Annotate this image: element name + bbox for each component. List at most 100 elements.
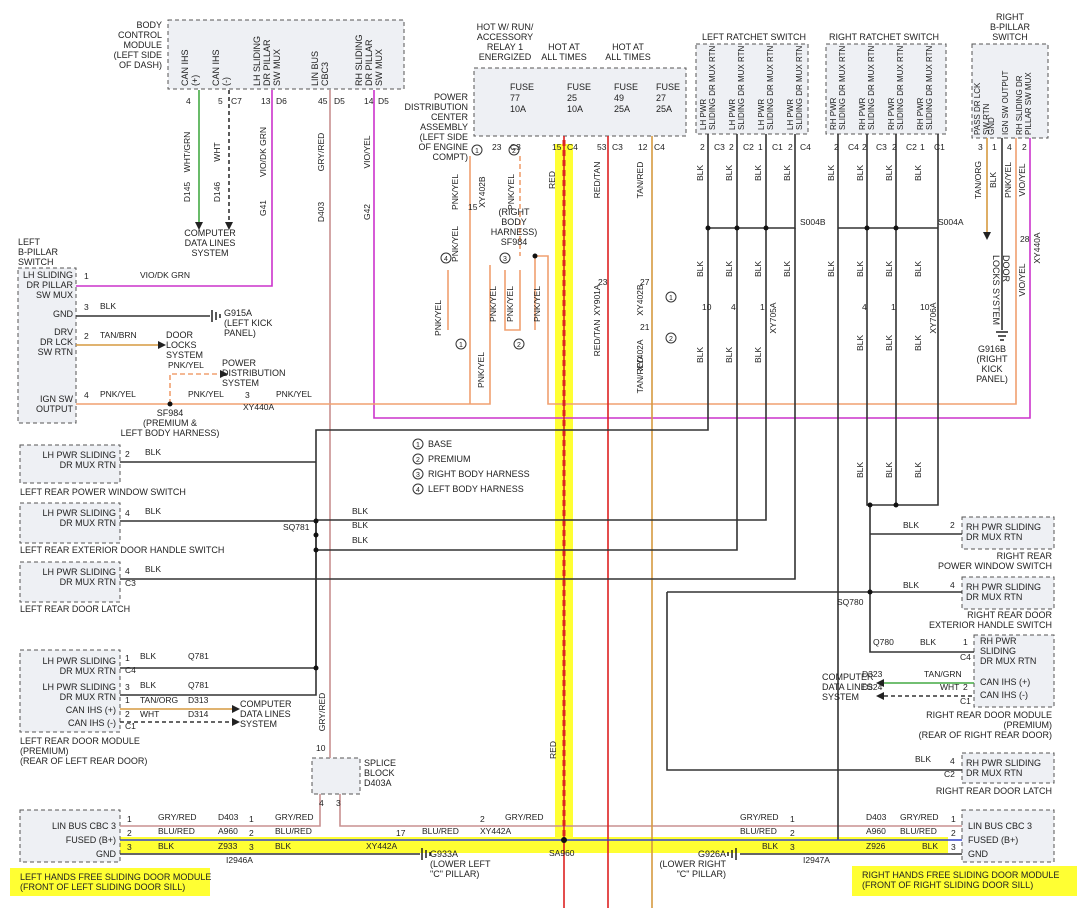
left-b-pillar-title: SWITCH [18, 257, 54, 267]
ratchet-pin-label: SLIDING DR MUX RTN [896, 45, 905, 130]
pin-number: C1 [772, 142, 783, 152]
splice-dot [893, 225, 899, 231]
ref-ground-g933a: "C" PILLAR) [430, 869, 479, 879]
pin-number: D5 [378, 96, 389, 106]
circled-number: 3 [503, 256, 507, 263]
wire-label: D314 [188, 709, 209, 719]
ratchet-pin-label: RH PWR [916, 97, 925, 130]
b-pillar-pin-label: OUTPUT [36, 404, 74, 414]
module-name: LEFT REAR DOOR LATCH [20, 604, 130, 614]
legend-text: RIGHT BODY HARNESS [428, 469, 530, 479]
wire-label-vertical: PNK/YEL [532, 286, 542, 322]
wire-g42 [373, 90, 1031, 419]
wire-label: BLU/RED [158, 826, 195, 836]
ratchet-pin-label: SLIDING DR MUX RTN [737, 45, 746, 130]
wire-label-vertical: BLK [913, 165, 923, 181]
pin-number: 3 [978, 142, 983, 152]
wire-label: BLK [140, 651, 156, 661]
b-pillar-pin-label: DRV [54, 327, 73, 337]
splice-dot [313, 665, 319, 671]
module-name: RIGHT REAR DOOR LATCH [936, 786, 1052, 796]
ref-computer-data-lines-right: COMPUTER [822, 672, 874, 682]
wire-left-ratchet-blk [315, 134, 796, 668]
legend-text: BASE [428, 439, 452, 449]
ground-symbols [211, 310, 1008, 860]
pin-number: C1 [125, 721, 136, 731]
wire-label: XY440A [243, 402, 275, 412]
pin-number: 1 [125, 653, 130, 663]
ratchet-pin-label: LH PWR [699, 99, 708, 130]
legend-number: 3 [416, 472, 420, 479]
left-b-pillar-title: B-PILLAR [18, 247, 59, 257]
wire-pds-branch [169, 373, 220, 404]
pin-number: 4 [862, 302, 867, 312]
legend-ring [412, 453, 424, 465]
wire-label-vertical: BLK [753, 261, 763, 277]
wire-label: BLU/RED [275, 826, 312, 836]
pdc-header: ENERGIZED [479, 52, 532, 62]
pin-number: 3 [84, 302, 89, 312]
module-name: RIGHT REAR DOOR [967, 610, 1052, 620]
arrow-left-icon [876, 679, 884, 687]
left-ratchet-switch-box [695, 43, 809, 135]
circled-number-ring [455, 338, 467, 350]
wire-label: BLK [100, 301, 116, 311]
ref-computer-data-lines-right: SYSTEM [822, 692, 859, 702]
ref-ground-g916b: PANEL) [976, 374, 1008, 384]
fuse-label: 25 [567, 93, 577, 103]
pin-number: 1 [963, 637, 968, 647]
splice-label: BLOCK [364, 768, 395, 778]
circled-number-ring [499, 252, 511, 264]
ref-ground-g916b: (RIGHT [977, 354, 1008, 364]
pin-number: 1 [891, 302, 896, 312]
bcm-pin-label: SW MUX [374, 49, 384, 86]
fuse-label: FUSE [614, 82, 638, 92]
wire-label-vertical: BLK [913, 335, 923, 351]
ref-door-locks-right: LOCKS SYSTEM [991, 255, 1001, 325]
wire-label: Z933 [218, 841, 238, 851]
circled-number-ring [513, 338, 525, 350]
ratchet-pin-label: LH PWR [786, 99, 795, 130]
module-pin-label: RH PWR SLIDING [966, 758, 1041, 768]
ref-sf984-left: LEFT BODY HARNESS) [121, 428, 220, 438]
b-pillar-pin-label: SW RTN [38, 347, 73, 357]
pdc-header: ACCESSORY [477, 32, 533, 42]
pdc-header: HOT AT [548, 42, 580, 52]
module-name: LEFT REAR EXTERIOR DOOR HANDLE SWITCH [20, 545, 224, 555]
module-pin-label: GND [968, 849, 989, 859]
splice-dot [734, 225, 740, 231]
wire-label-vertical: BLK [724, 347, 734, 363]
ref-power-distribution: DISTRIBUTION [222, 368, 286, 378]
pdc-header: ALL TIMES [605, 52, 651, 62]
wire-label-vertical: RED/TAN [592, 162, 602, 199]
highlight-left-module-label [10, 868, 210, 896]
ref-ground-g916b: G916B [978, 344, 1006, 354]
wire-label-vertical: XY706A [928, 302, 938, 334]
pin-number: 1 [992, 142, 997, 152]
pdc-title: (LEFT SIDE [420, 132, 468, 142]
b-pillar-pin-label: RH SLIDING DR [1015, 75, 1024, 135]
ground-g926a-icon [727, 848, 737, 860]
legend-text: PREMIUM [428, 454, 471, 464]
pin-number: 23 [598, 277, 608, 287]
module-name: LEFT REAR POWER WINDOW SWITCH [20, 487, 186, 497]
pin-number: 4 [186, 96, 191, 106]
wire-label: D323 [862, 669, 883, 679]
fuse-label: 10A [567, 104, 583, 114]
wire-label-vertical: BLK [724, 165, 734, 181]
power-distribution-center-box [473, 67, 687, 137]
left-b-pillar-title: LEFT [18, 237, 41, 247]
body-control-module-box [167, 19, 405, 90]
wire-label: I2947A [803, 855, 830, 865]
b-pillar-pin-label: LH SLIDING [23, 270, 73, 280]
wire-label: GRY/RED [740, 812, 779, 822]
wire-label: Z926 [866, 841, 886, 851]
bcm-pin-label: LH SLIDING [252, 36, 262, 86]
wire-label-vertical: PNK/YEL [1003, 162, 1013, 198]
b-pillar-pin-label: PASS DR LCK [973, 82, 982, 135]
splice-dot [867, 589, 873, 595]
wire-label-vertical: XY402A [635, 339, 645, 371]
highlight-right-module-label [852, 866, 1077, 896]
pin-number: 3 [125, 682, 130, 692]
